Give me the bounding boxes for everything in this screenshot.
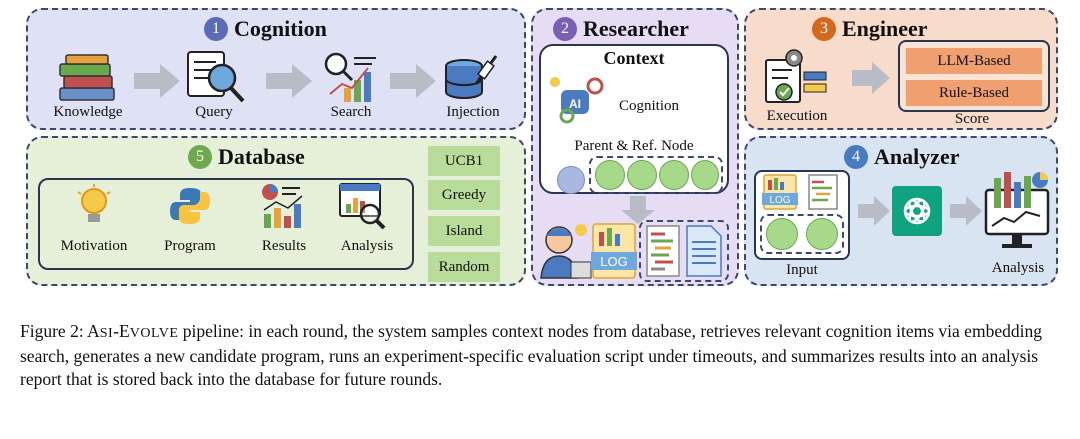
engineer-title: 3 Engineer (812, 16, 928, 42)
analyzer-heading: Analyzer (874, 144, 960, 169)
caption-name-b: SI (99, 326, 114, 341)
score-llm-based: LLM-Based (906, 48, 1042, 74)
code-file-icon (646, 225, 680, 277)
step-query: Query (195, 104, 233, 120)
database-panel: 5 Database Motivation Program Resu (26, 136, 526, 286)
books-icon (59, 54, 115, 101)
python-icon (170, 188, 210, 224)
step-search: Search (330, 104, 372, 120)
injection-icon (445, 55, 498, 99)
arrow-icon (852, 62, 890, 94)
context-node-label: Parent & Ref. Node (574, 138, 694, 154)
ai-label: AI (569, 97, 581, 111)
cognition-panel: 1 Cognition Knowledge Query Search (26, 8, 526, 130)
log-file-icon: LOG (762, 174, 798, 210)
database-title: 5 Database (188, 144, 305, 170)
score-label: Score (954, 111, 990, 127)
arrow-icon (858, 196, 890, 226)
context-cognition-label: Cognition (619, 98, 680, 114)
strategy-list: UCB1 Greedy Island Random (428, 146, 500, 282)
engineer-panel: 3 Engineer Execution LLM-Based Rule-Base… (744, 8, 1058, 130)
analyzer-panel: 4 Analyzer LOG Input (744, 136, 1058, 286)
score-box: LLM-Based Rule-Based (898, 40, 1050, 112)
caption-prefix: Figure 2: (20, 321, 88, 341)
analysis-icon (339, 183, 386, 230)
database-number: 5 (188, 145, 212, 169)
db-item-results: Results (261, 238, 307, 254)
database-heading: Database (218, 144, 305, 169)
execution-icon (765, 49, 827, 103)
step-injection: Injection (446, 104, 500, 120)
input-label: Input (786, 262, 818, 278)
context-box: Context AI Cognition Parent & Ref. Node (539, 44, 729, 194)
engineer-number: 3 (812, 17, 836, 41)
reference-node (691, 160, 719, 190)
caption-name-d: VOLVE (129, 326, 179, 341)
analyzer-title: 4 Analyzer (844, 144, 960, 170)
engineer-heading: Engineer (842, 16, 928, 41)
code-file-icon (808, 174, 838, 210)
cognition-number: 1 (204, 17, 228, 41)
arrow-icon (950, 196, 982, 226)
input-node (766, 218, 798, 250)
ai-brain-icon: AI (550, 77, 604, 124)
arrow-icon (266, 64, 312, 98)
caption-name-a: A (87, 321, 100, 341)
strategy-greedy: Greedy (428, 180, 500, 210)
cognition-heading: Cognition (234, 16, 327, 41)
arrow-icon (134, 64, 180, 98)
execution-label: Execution (766, 108, 828, 124)
lightbulb-icon (77, 184, 111, 222)
arrow-icon (390, 64, 436, 98)
input-node (806, 218, 838, 250)
researcher-title: 2 Researcher (553, 16, 689, 42)
researcher-panel: 2 Researcher Context AI Cognition Parent… (531, 8, 739, 286)
generated-files-group (639, 220, 729, 282)
score-rule-based: Rule-Based (906, 80, 1042, 106)
researcher-person-icon (540, 224, 592, 279)
analyzer-analysis-label: Analysis (991, 260, 1045, 276)
researcher-number: 2 (553, 17, 577, 41)
strategy-island: Island (428, 216, 500, 246)
reference-nodes-group (589, 156, 723, 194)
analysis-monitor-icon (984, 172, 1050, 248)
caption-text: pipeline: in each round, the system samp… (20, 321, 1042, 389)
researcher-heading: Researcher (583, 16, 689, 41)
figure-caption: Figure 2: ASI-EVOLVE pipeline: in each r… (20, 320, 1070, 391)
search-icon (324, 52, 376, 102)
analyzer-number: 4 (844, 145, 868, 169)
analyzer-log-label: LOG (769, 195, 790, 206)
openai-icon (892, 186, 942, 236)
db-item-motivation: Motivation (60, 238, 128, 254)
step-knowledge: Knowledge (53, 104, 123, 120)
strategy-random: Random (428, 252, 500, 282)
strategy-ucb1: UCB1 (428, 146, 500, 176)
reference-node (627, 160, 657, 190)
db-item-program: Program (164, 238, 216, 254)
parent-node (557, 166, 585, 194)
down-arrow-icon (621, 196, 655, 224)
reference-node (659, 160, 689, 190)
log-label: LOG (600, 254, 627, 269)
context-title: Context (603, 48, 665, 68)
input-box: LOG (754, 170, 850, 260)
log-file-icon: LOG (591, 223, 637, 279)
database-items-box: Motivation Program Results An (38, 178, 414, 270)
input-nodes-group (760, 214, 844, 254)
reference-node (595, 160, 625, 190)
results-icon (262, 184, 303, 228)
document-icon (686, 225, 722, 277)
cognition-title: 1 Cognition (204, 16, 327, 42)
db-item-analysis: Analysis (340, 238, 394, 254)
query-icon (187, 51, 245, 103)
caption-name-c: -E (113, 321, 130, 341)
